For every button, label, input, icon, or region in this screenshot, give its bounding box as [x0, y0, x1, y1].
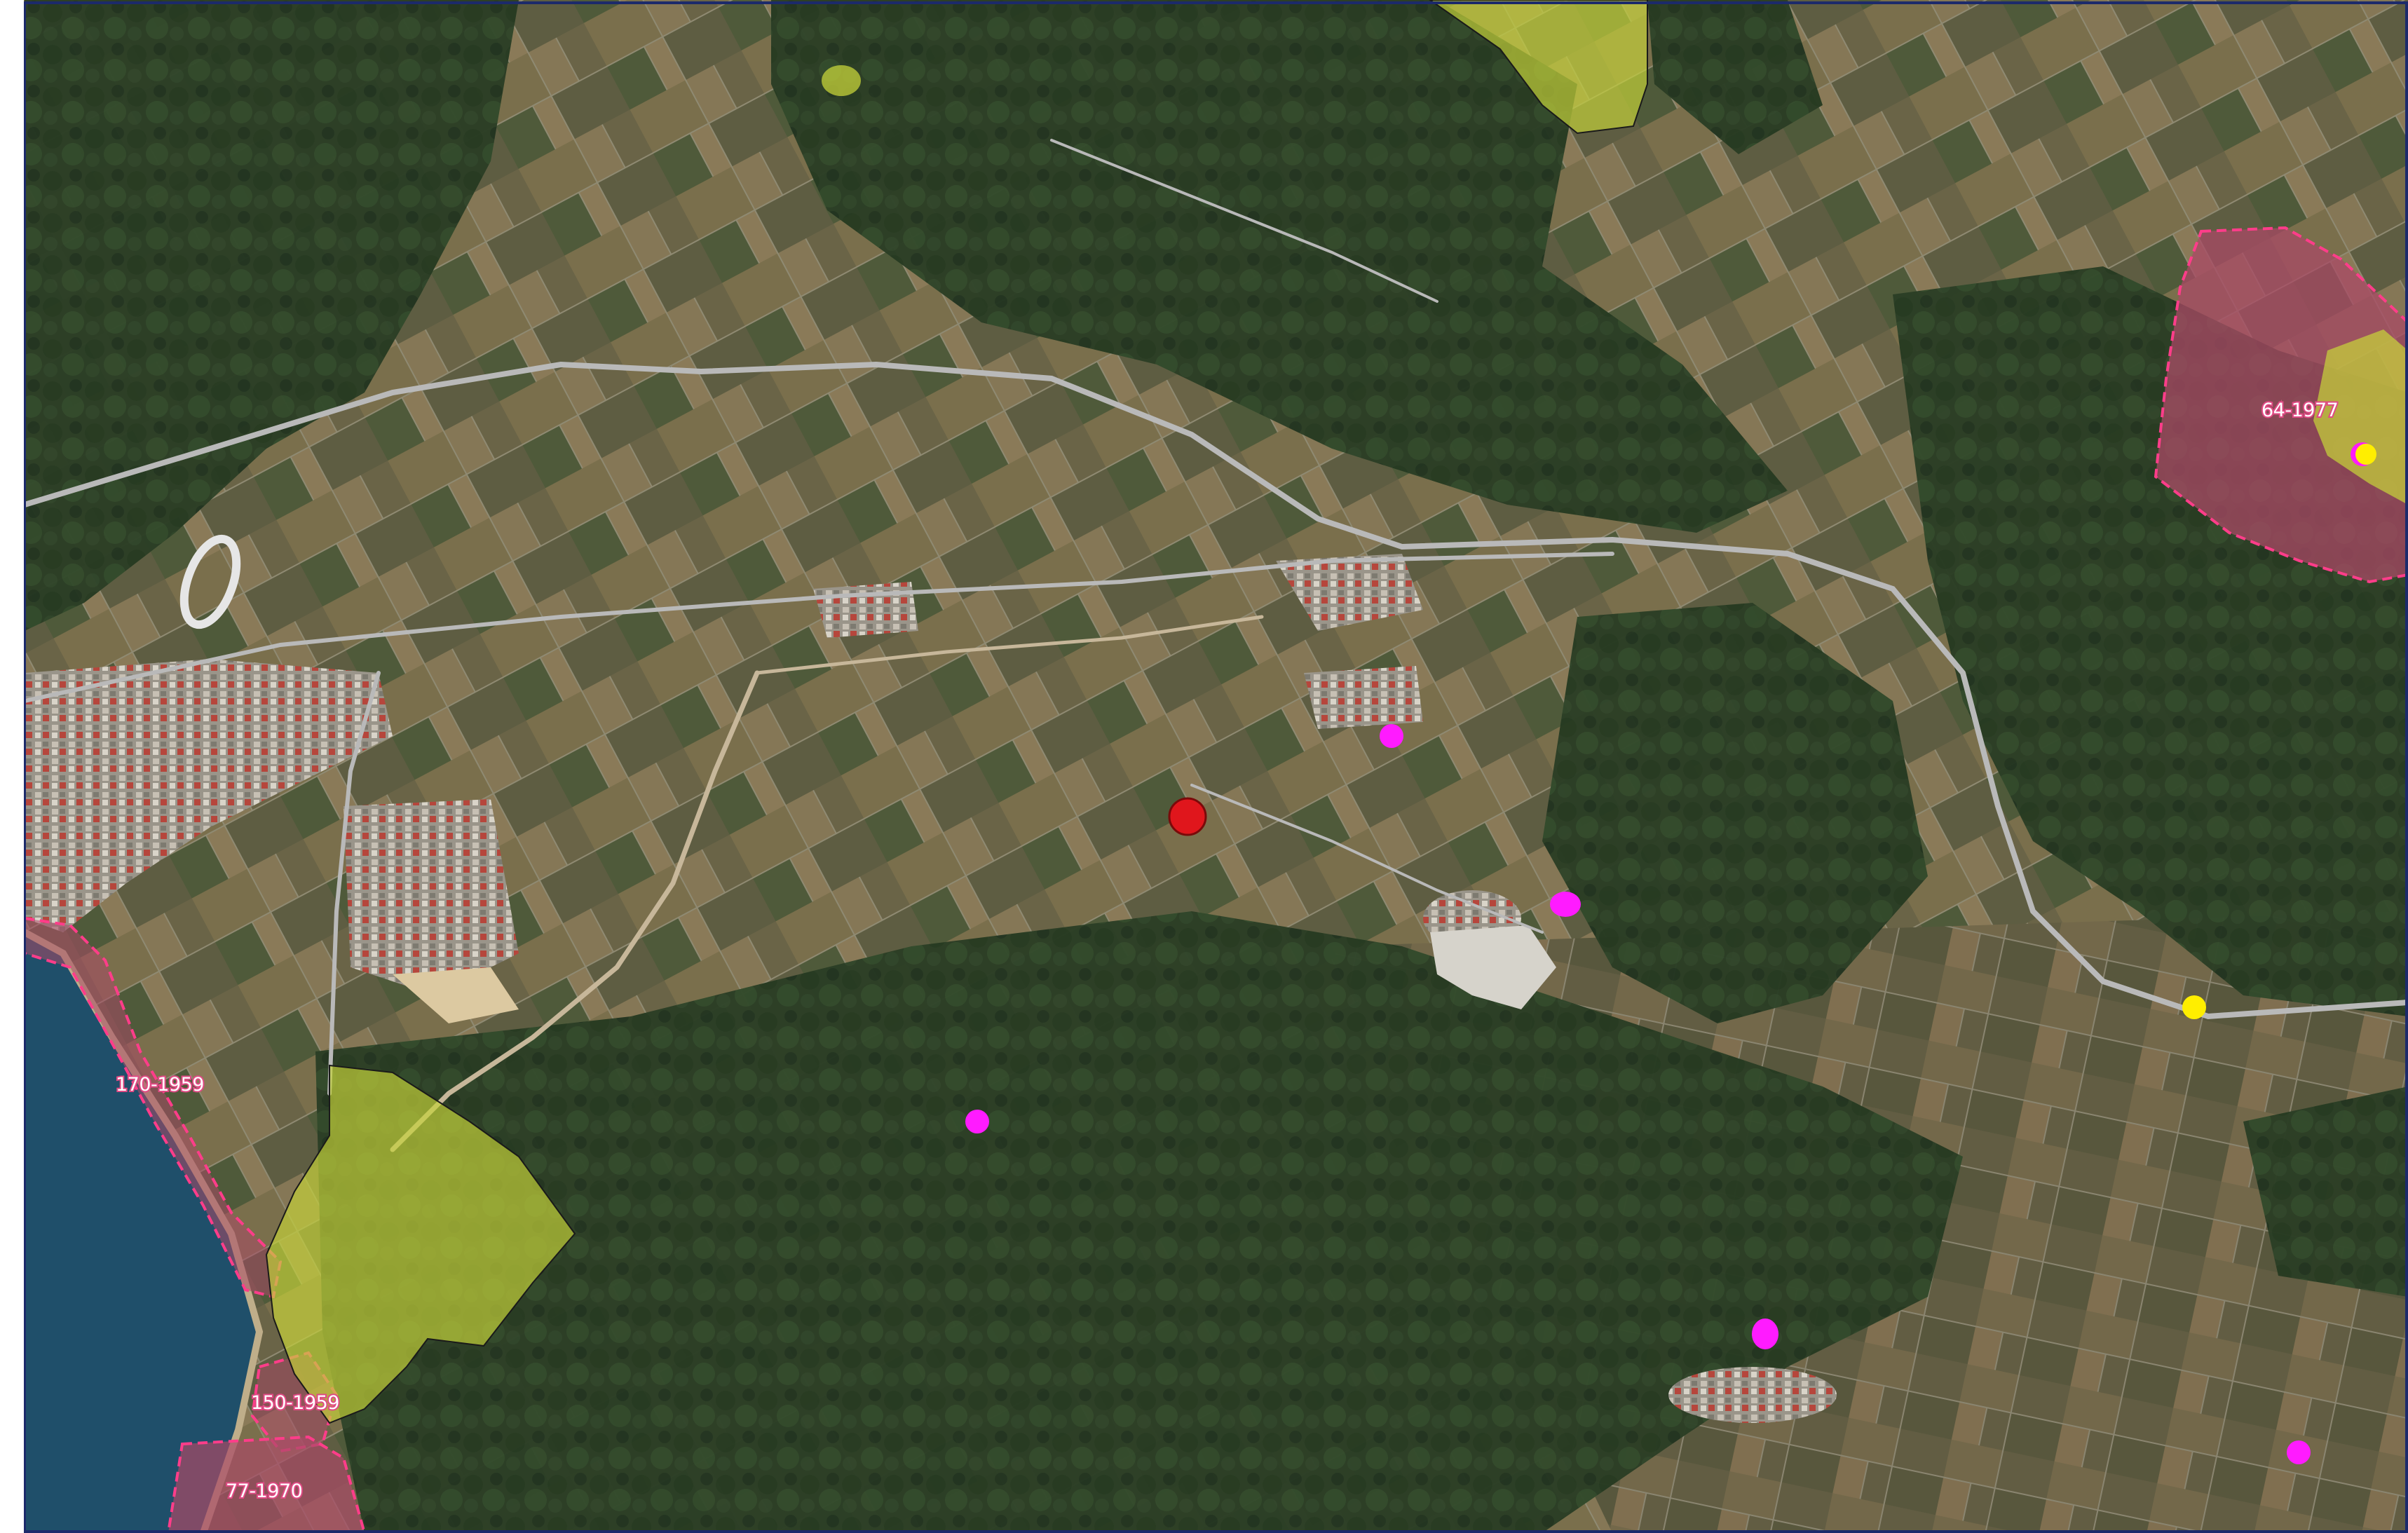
zone-label-64-1977: 64-1977 — [2261, 400, 2338, 421]
protected-zone-north[interactable] — [1429, 0, 1648, 135]
protected-zone-small[interactable] — [822, 65, 861, 96]
road-network — [22, 139, 2408, 1152]
magenta-dot-marker[interactable] — [2287, 1440, 2311, 1464]
protected-zone-east[interactable] — [2313, 329, 2408, 505]
magenta-dot-marker[interactable] — [1550, 892, 1581, 917]
urban-areas — [25, 554, 1837, 1423]
buffer-zone-77-1970[interactable] — [166, 1435, 367, 1533]
yellow-dot-marker[interactable] — [2182, 995, 2206, 1019]
sea — [25, 932, 259, 1533]
zone-label-77-1970: 77-1970 — [226, 1480, 302, 1502]
forest-areas — [25, 0, 2408, 1533]
buffer-zone-64-1977[interactable] — [2154, 226, 2408, 584]
yellow-dot-marker[interactable] — [2355, 444, 2376, 465]
magenta-dot-marker[interactable] — [1752, 1319, 1778, 1349]
quarry — [1430, 925, 1556, 1009]
map-frame-border — [23, 1, 2408, 1533]
red-circle-marker[interactable] — [1168, 797, 1207, 836]
zone-label-150-1959: 150-1959 — [251, 1392, 339, 1414]
magenta-dot-marker[interactable] — [965, 1110, 989, 1133]
left-margin — [0, 0, 24, 1533]
protected-zones — [265, 0, 2408, 1424]
protected-zone-southwest[interactable] — [265, 1064, 576, 1424]
site-markers — [965, 442, 2376, 1464]
racetrack — [179, 534, 241, 629]
zone-label-170-1959: 170-1959 — [116, 1074, 204, 1096]
magenta-dot-marker[interactable] — [1380, 724, 1403, 748]
